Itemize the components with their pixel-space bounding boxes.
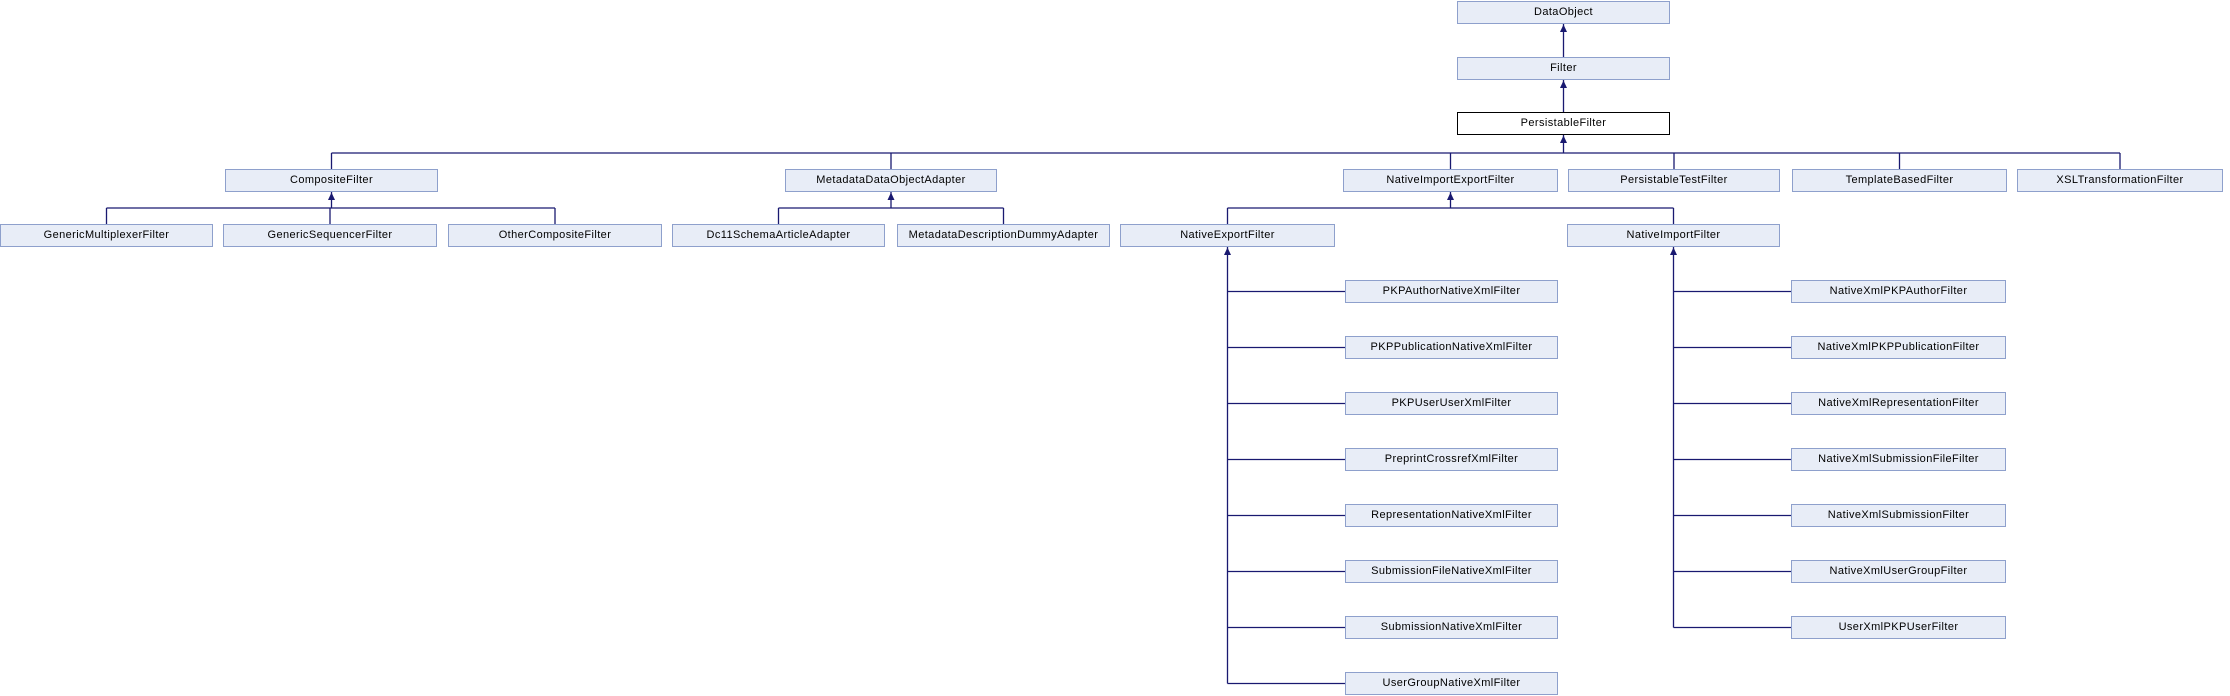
class-node-SubmissionNativeXmlFilter[interactable]: SubmissionNativeXmlFilter bbox=[1345, 616, 1558, 639]
class-node-NativeXmlPKPPublicationFilter[interactable]: NativeXmlPKPPublicationFilter bbox=[1791, 336, 2006, 359]
class-node-NativeXmlPKPAuthorFilter[interactable]: NativeXmlPKPAuthorFilter bbox=[1791, 280, 2006, 303]
class-node-Filter[interactable]: Filter bbox=[1457, 57, 1670, 80]
class-node-PKPPublicationNativeXmlFilter[interactable]: PKPPublicationNativeXmlFilter bbox=[1345, 336, 1558, 359]
class-node-NativeImportFilter[interactable]: NativeImportFilter bbox=[1567, 224, 1780, 247]
class-node-NativeXmlSubmissionFileFilter[interactable]: NativeXmlSubmissionFileFilter bbox=[1791, 448, 2006, 471]
class-node-OtherCompositeFilter[interactable]: OtherCompositeFilter bbox=[448, 224, 662, 247]
class-node-NativeExportFilter[interactable]: NativeExportFilter bbox=[1120, 224, 1335, 247]
class-node-PKPUserUserXmlFilter[interactable]: PKPUserUserXmlFilter bbox=[1345, 392, 1558, 415]
class-node-GenericMultiplexerFilter[interactable]: GenericMultiplexerFilter bbox=[0, 224, 213, 247]
class-node-PreprintCrossrefXmlFilter[interactable]: PreprintCrossrefXmlFilter bbox=[1345, 448, 1558, 471]
class-node-GenericSequencerFilter[interactable]: GenericSequencerFilter bbox=[223, 224, 437, 247]
class-node-RepresentationNativeXmlFilter[interactable]: RepresentationNativeXmlFilter bbox=[1345, 504, 1558, 527]
class-node-PersistableTestFilter[interactable]: PersistableTestFilter bbox=[1568, 169, 1780, 192]
class-node-MetadataDescriptionDummyAdapter[interactable]: MetadataDescriptionDummyAdapter bbox=[897, 224, 1110, 247]
class-node-NativeXmlSubmissionFilter[interactable]: NativeXmlSubmissionFilter bbox=[1791, 504, 2006, 527]
class-node-PKPAuthorNativeXmlFilter[interactable]: PKPAuthorNativeXmlFilter bbox=[1345, 280, 1558, 303]
class-node-UserXmlPKPUserFilter[interactable]: UserXmlPKPUserFilter bbox=[1791, 616, 2006, 639]
class-node-NativeXmlUserGroupFilter[interactable]: NativeXmlUserGroupFilter bbox=[1791, 560, 2006, 583]
class-node-SubmissionFileNativeXmlFilter[interactable]: SubmissionFileNativeXmlFilter bbox=[1345, 560, 1558, 583]
class-node-NativeXmlRepresentationFilter[interactable]: NativeXmlRepresentationFilter bbox=[1791, 392, 2006, 415]
class-node-DataObject[interactable]: DataObject bbox=[1457, 1, 1670, 24]
class-node-TemplateBasedFilter[interactable]: TemplateBasedFilter bbox=[1792, 169, 2007, 192]
class-node-PersistableFilter: PersistableFilter bbox=[1457, 112, 1670, 135]
class-node-NativeImportExportFilter[interactable]: NativeImportExportFilter bbox=[1343, 169, 1558, 192]
class-node-CompositeFilter[interactable]: CompositeFilter bbox=[225, 169, 438, 192]
class-node-Dc11SchemaArticleAdapter[interactable]: Dc11SchemaArticleAdapter bbox=[672, 224, 885, 247]
class-node-MetadataDataObjectAdapter[interactable]: MetadataDataObjectAdapter bbox=[785, 169, 997, 192]
class-node-UserGroupNativeXmlFilter[interactable]: UserGroupNativeXmlFilter bbox=[1345, 672, 1558, 695]
class-node-XSLTransformationFilter[interactable]: XSLTransformationFilter bbox=[2017, 169, 2223, 192]
